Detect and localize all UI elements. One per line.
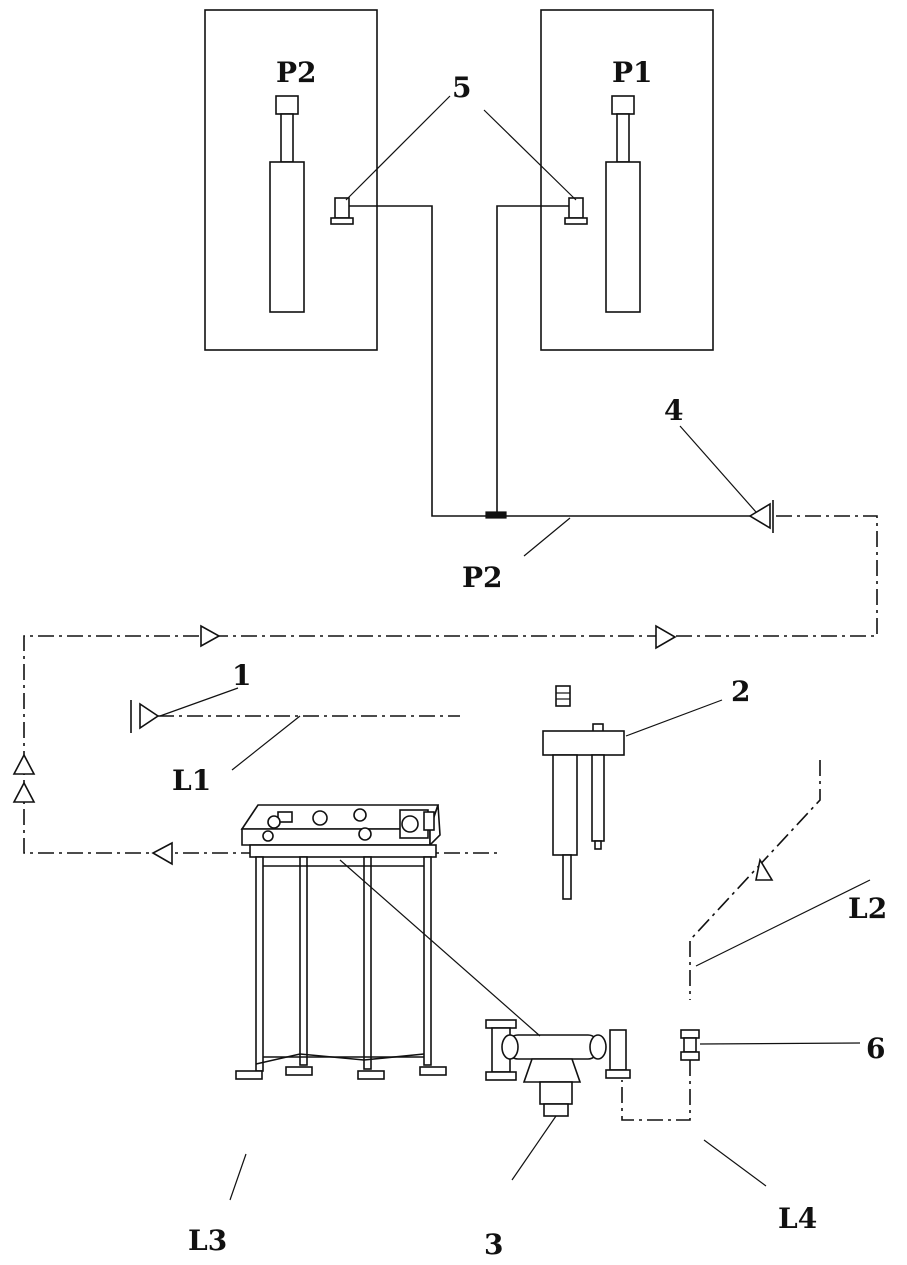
label-3: 3 [484, 1228, 503, 1260]
check-valve-1 [130, 700, 160, 733]
label-p1-top: P1 [612, 56, 653, 89]
label-5: 5 [452, 71, 471, 104]
pump-3 [485, 1019, 631, 1117]
pipe-p2 [349, 205, 750, 519]
label-l1: L1 [172, 764, 211, 797]
label-l3: L3 [188, 1224, 227, 1257]
label-6: 6 [866, 1032, 885, 1065]
control-unit-stand [235, 804, 447, 1080]
label-4: 4 [664, 394, 683, 427]
inspection-glass-6 [680, 1029, 700, 1061]
flow-arrow-top-right [655, 624, 677, 650]
label-l4: L4 [778, 1202, 817, 1235]
check-valve-4 [748, 500, 774, 533]
line-l4 [621, 1060, 691, 1121]
loop-line [23, 515, 878, 854]
label-p2-top: P2 [276, 56, 317, 89]
cabinet-p2 [204, 9, 378, 351]
line-l2 [689, 760, 821, 1000]
filter-unit-2 [542, 685, 625, 900]
label-p2-line: P2 [462, 561, 503, 594]
leader-lines [159, 95, 871, 1201]
flow-arrow-top-left [200, 624, 221, 648]
label-l2: L2 [848, 892, 887, 925]
label-1: 1 [232, 659, 251, 692]
flow-arrow-bottom [151, 841, 173, 866]
cabinet-p1 [540, 9, 714, 351]
flow-arrow-left-upper [12, 753, 36, 775]
flow-arrow-left-lower [12, 781, 36, 803]
label-2: 2 [731, 675, 750, 708]
